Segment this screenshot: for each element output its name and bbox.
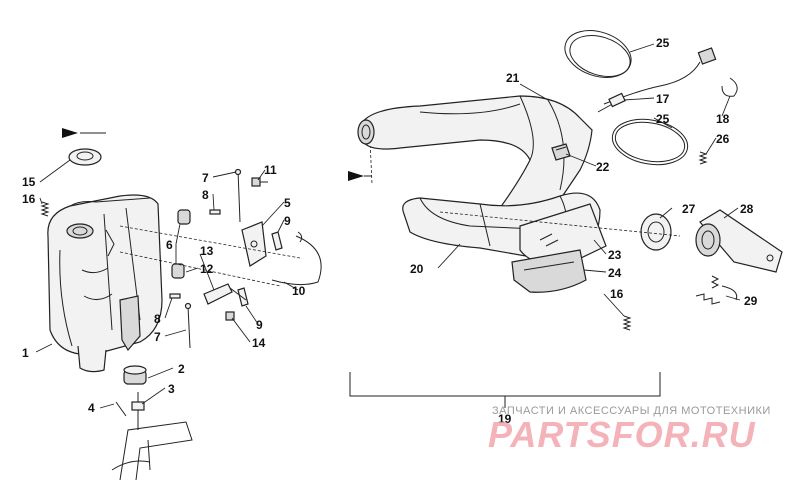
part-2-rubber-mount xyxy=(123,365,147,385)
callout-4: 4 xyxy=(88,401,95,415)
part-28-outlet xyxy=(695,209,783,273)
callout-26: 26 xyxy=(716,132,730,146)
callout-7b: 7 xyxy=(154,330,161,344)
callout-21: 21 xyxy=(506,71,520,85)
callout-18: 18 xyxy=(716,112,730,126)
part-27-gasket xyxy=(640,213,672,251)
part-26-spring xyxy=(698,151,708,165)
callout-labels: 15 16 1 2 3 4 6 7 8 11 5 9 10 13 12 8 7 … xyxy=(22,36,758,426)
callout-14: 14 xyxy=(252,336,266,350)
callout-5: 5 xyxy=(284,196,291,210)
callout-13: 13 xyxy=(200,244,214,258)
part-16-spring-right xyxy=(622,315,632,331)
callout-27: 27 xyxy=(682,202,696,216)
part-29-springs xyxy=(695,275,738,305)
part-4-screw xyxy=(115,401,127,417)
callout-25a: 25 xyxy=(656,36,670,50)
watermark-logo: PARTSFOR.RU xyxy=(488,414,756,455)
part-3-bolt xyxy=(131,392,145,430)
callout-24: 24 xyxy=(608,266,622,280)
callout-22: 22 xyxy=(596,160,610,174)
part-7-rods xyxy=(184,168,242,349)
callout-9: 9 xyxy=(284,214,291,228)
callout-8: 8 xyxy=(202,188,209,202)
part-12-13-linkage xyxy=(203,283,247,321)
frame-bracket xyxy=(111,421,193,481)
callout-16b: 16 xyxy=(610,287,624,301)
callout-6: 6 xyxy=(166,238,173,252)
callout-23: 23 xyxy=(608,248,622,262)
part-19-bracket xyxy=(349,372,661,397)
part-25-clamp-lower xyxy=(611,118,689,166)
callout-9b: 9 xyxy=(256,318,263,332)
part-21-expansion-chamber xyxy=(357,95,593,215)
part-18-clip xyxy=(721,77,738,97)
callout-10: 10 xyxy=(292,284,306,298)
flow-arrow-right xyxy=(348,171,364,181)
part-8-pins xyxy=(169,209,221,299)
part-9-clips xyxy=(237,231,283,307)
callout-11: 11 xyxy=(264,163,277,177)
callout-15: 15 xyxy=(22,175,36,189)
part-17-sensor xyxy=(597,47,717,113)
callout-12: 12 xyxy=(200,262,214,276)
callout-17: 17 xyxy=(656,92,670,106)
part-11-bolt xyxy=(251,177,268,187)
callout-29: 29 xyxy=(744,294,758,308)
callout-1: 1 xyxy=(22,346,29,360)
callout-7: 7 xyxy=(202,171,209,185)
part-24-guard xyxy=(511,249,587,293)
muffler-assembly xyxy=(47,194,163,373)
callout-25b: 25 xyxy=(656,112,670,126)
callout-2: 2 xyxy=(178,362,185,376)
part-10-clip xyxy=(271,235,322,286)
part-15-grommet xyxy=(68,148,102,166)
leader-lines xyxy=(35,43,741,409)
part-5-bracket xyxy=(241,221,267,267)
part-6-bushings xyxy=(171,209,191,279)
callout-8b: 8 xyxy=(154,312,161,326)
callout-16: 16 xyxy=(22,192,36,206)
watermark-tagline: ЗАПЧАСТИ И АКСЕССУАРЫ ДЛЯ МОТОТЕХНИКИ xyxy=(492,405,771,417)
callout-3: 3 xyxy=(168,382,175,396)
callout-28: 28 xyxy=(740,202,754,216)
flow-arrow-left xyxy=(62,128,78,138)
part-25-clamp-upper xyxy=(564,30,632,78)
callout-20: 20 xyxy=(410,262,424,276)
callout-19: 19 xyxy=(498,412,512,426)
part-16-spring-left xyxy=(40,201,50,217)
